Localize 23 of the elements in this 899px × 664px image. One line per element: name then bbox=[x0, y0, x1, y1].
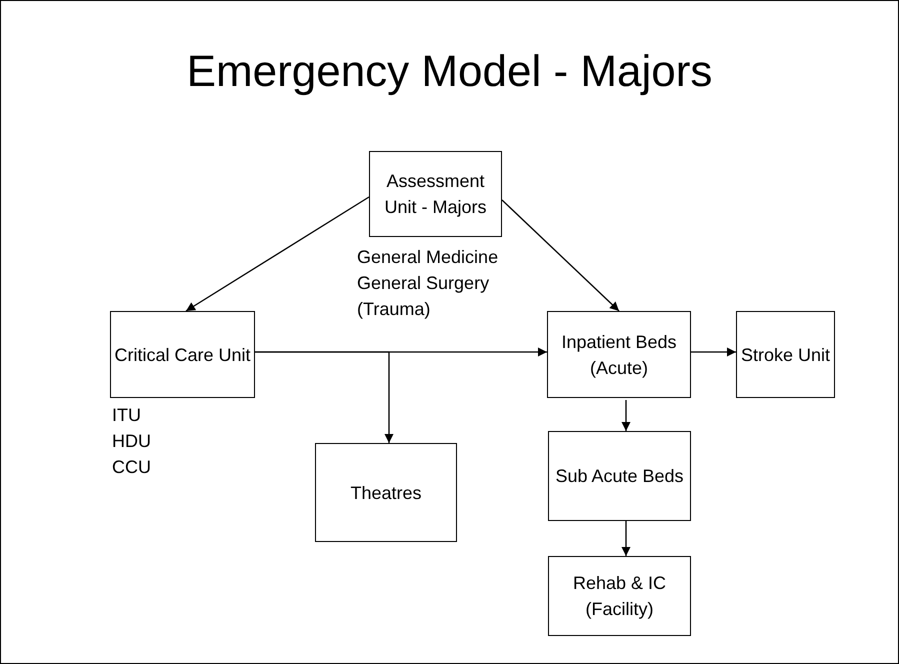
arrow bbox=[502, 200, 620, 312]
arrow bbox=[255, 351, 394, 443]
process-box bbox=[548, 556, 691, 636]
arrow bbox=[621, 400, 631, 431]
box-label: Inpatient Beds (Acute) bbox=[560, 330, 678, 380]
process-box bbox=[548, 431, 691, 521]
process-box bbox=[547, 311, 691, 398]
note-text: General Medicine General Surgery (Trauma) bbox=[357, 246, 500, 321]
process-box bbox=[736, 311, 835, 398]
process-box bbox=[315, 443, 457, 542]
process-box bbox=[369, 151, 502, 237]
process-box bbox=[110, 311, 255, 398]
box-label: Critical Care Unit bbox=[114, 344, 251, 366]
diagram-title: Emergency Model - Majors bbox=[186, 46, 714, 98]
box-label: Sub Acute Beds bbox=[555, 465, 684, 488]
box-label: Assessment Unit - Majors bbox=[383, 170, 488, 219]
arrow bbox=[186, 196, 370, 312]
box-label: Rehab & IC (Facility) bbox=[572, 572, 668, 621]
arrow bbox=[621, 521, 631, 556]
box-label: Theatres bbox=[350, 482, 422, 504]
box-label: Stroke Unit bbox=[740, 344, 830, 366]
note-text: ITU HDU CCU bbox=[112, 404, 152, 479]
arrow bbox=[691, 347, 736, 357]
